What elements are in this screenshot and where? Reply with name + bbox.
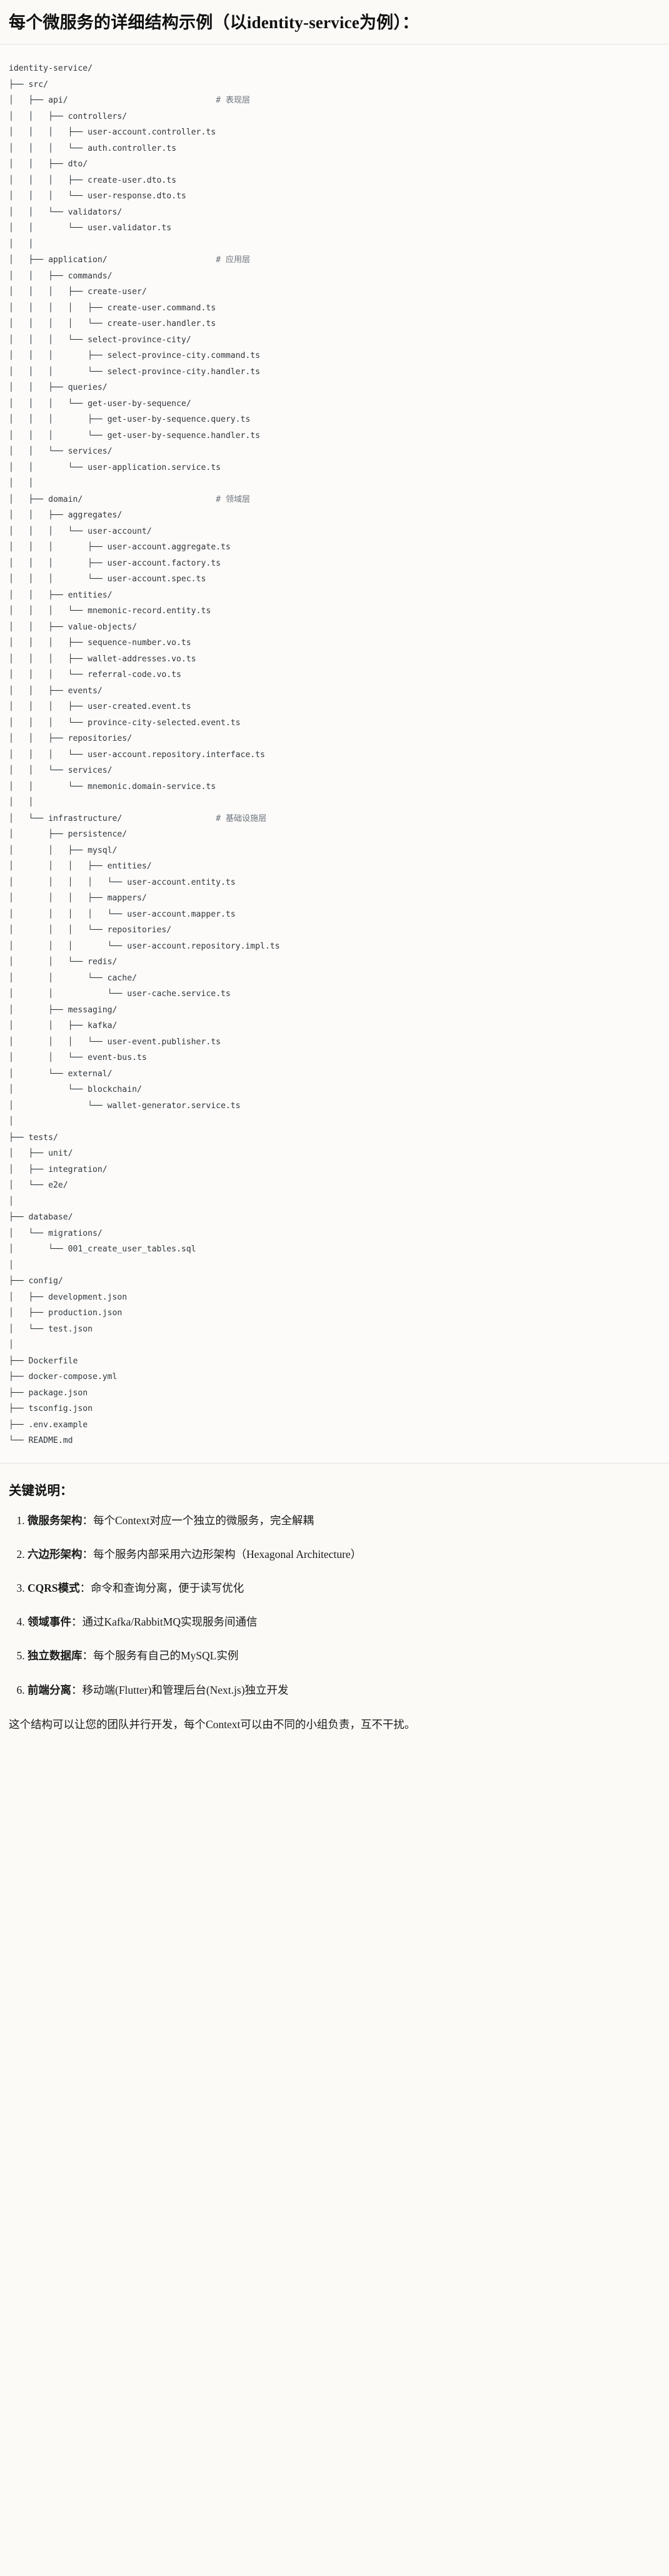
list-item: 独立数据库：每个服务有自己的MySQL实例: [28, 1647, 660, 1664]
note-separator: ：: [82, 1514, 94, 1527]
note-desc: 通过Kafka/RabbitMQ实现服务间通信: [82, 1616, 258, 1629]
note-desc: 每个服务有自己的MySQL实例: [93, 1649, 239, 1662]
note-separator: ：: [79, 1582, 91, 1595]
note-separator: ：: [71, 1683, 83, 1696]
list-item: CQRS模式：命令和查询分离，便于读写优化: [28, 1580, 660, 1597]
key-notes-heading: 关键说明：: [9, 1484, 73, 1498]
list-item: 微服务架构：每个Context对应一个独立的微服务，完全解耦: [28, 1512, 660, 1529]
list-item: 领域事件：通过Kafka/RabbitMQ实现服务间通信: [28, 1614, 660, 1631]
note-term: 独立数据库: [28, 1649, 83, 1662]
page-root: 每个微服务的详细结构示例（以identity-service为例）： ident…: [0, 0, 669, 1749]
key-notes-section: 关键说明： 微服务架构：每个Context对应一个独立的微服务，完全解耦 六边形…: [0, 1464, 669, 1749]
note-desc: 每个Context对应一个独立的微服务，完全解耦: [93, 1514, 314, 1527]
list-item: 前端分离：移动端(Flutter)和管理后台(Next.js)独立开发: [28, 1682, 660, 1699]
note-separator: ：: [82, 1548, 94, 1561]
note-desc: 每个服务内部采用六边形架构（Hexagonal Architecture）: [93, 1548, 362, 1561]
directory-tree-block: identity-service/ ├── src/ │ ├── api/ # …: [0, 44, 669, 1463]
note-term: 微服务架构: [28, 1514, 83, 1527]
key-notes-list: 微服务架构：每个Context对应一个独立的微服务，完全解耦 六边形架构：每个服…: [9, 1512, 660, 1699]
tree-divider: [0, 1462, 669, 1464]
list-item: 六边形架构：每个服务内部采用六边形架构（Hexagonal Architectu…: [28, 1546, 660, 1563]
note-term: 领域事件: [28, 1616, 71, 1629]
note-desc: 命令和查询分离，便于读写优化: [91, 1582, 244, 1595]
closing-paragraph: 这个结构可以让您的团队并行开发，每个Context可以由不同的小组负责，互不干扰…: [9, 1718, 416, 1731]
note-separator: ：: [71, 1616, 83, 1629]
page-title: 每个微服务的详细结构示例（以identity-service为例）：: [9, 13, 420, 32]
directory-tree: identity-service/ ├── src/ │ ├── api/ # …: [9, 64, 280, 1446]
note-desc: 移动端(Flutter)和管理后台(Next.js)独立开发: [82, 1683, 289, 1696]
note-term: 六边形架构: [28, 1548, 83, 1561]
note-term: CQRS模式: [28, 1582, 80, 1595]
note-term: 前端分离: [28, 1683, 71, 1696]
note-separator: ：: [82, 1649, 94, 1662]
